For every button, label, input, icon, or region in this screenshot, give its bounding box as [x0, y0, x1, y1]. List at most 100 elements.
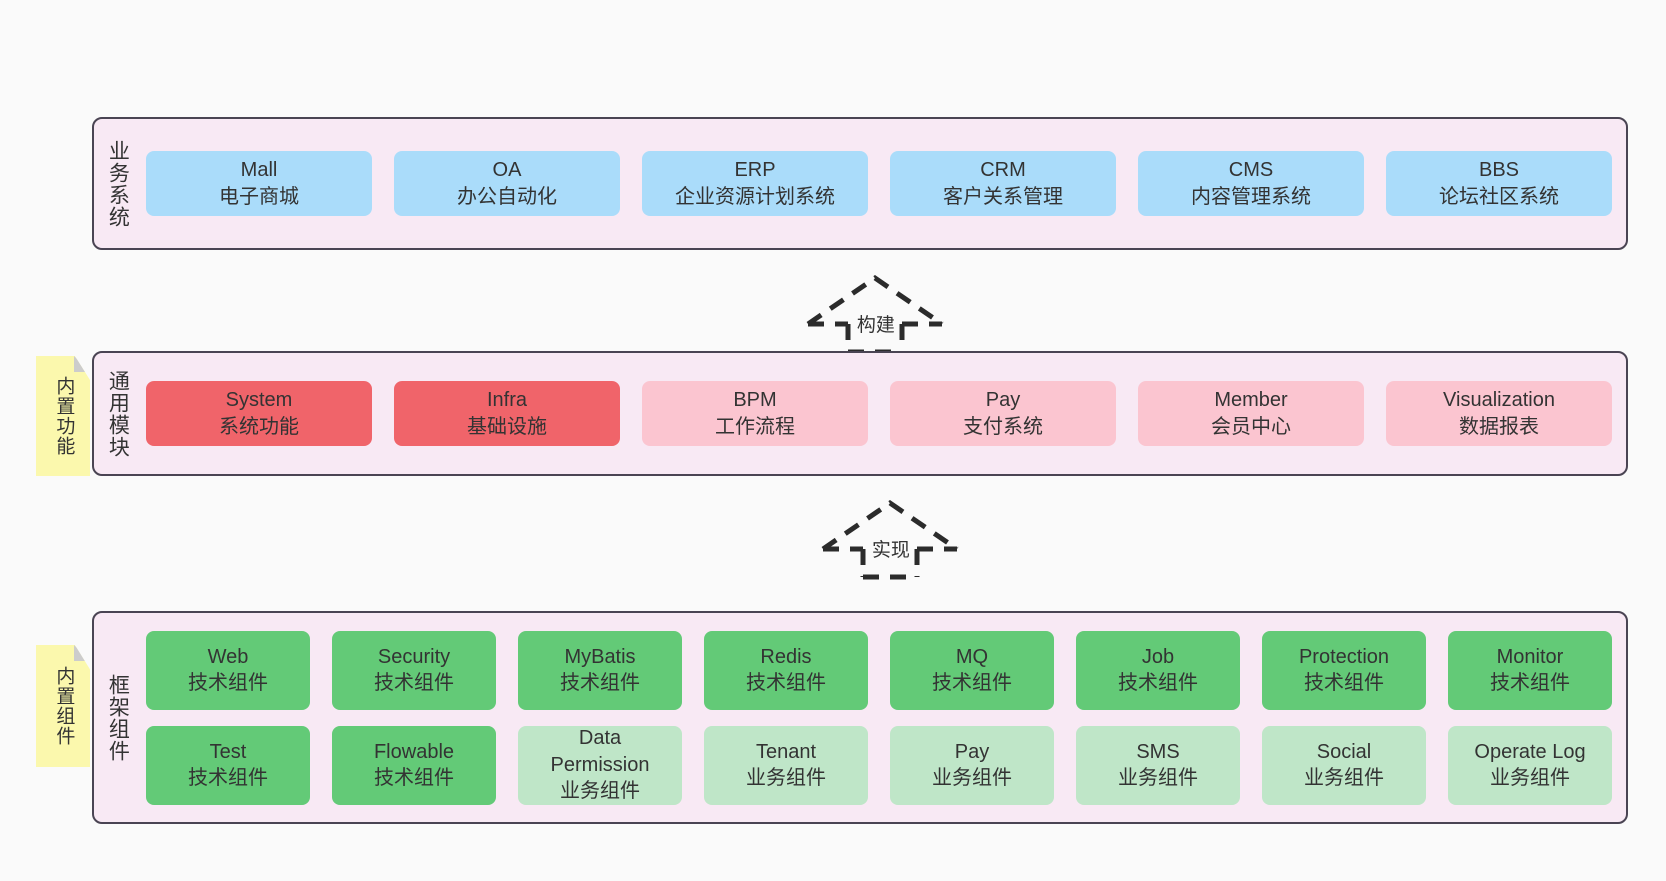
component-name-cn: 技术组件: [188, 767, 268, 789]
note-label: 内置功能: [53, 376, 75, 456]
component-card-redis[interactable]: Redis 技术组件: [704, 630, 868, 710]
module-name-en: BBS: [1478, 159, 1520, 182]
module-name-cn: 数据报表: [1459, 415, 1539, 438]
module-card-bpm[interactable]: BPM 工作流程: [642, 381, 868, 446]
component-card-sms[interactable]: SMS 业务组件: [1076, 725, 1240, 805]
module-name-cn: 支付系统: [963, 415, 1043, 438]
component-card-pay[interactable]: Pay 业务组件: [890, 725, 1054, 805]
component-card-job[interactable]: Job 技术组件: [1076, 630, 1240, 710]
layer-common-modules: 通用模块 System 系统功能 Infra 基础设施 BPM 工作流程 Pay…: [92, 351, 1628, 476]
layer-body-framework: Web 技术组件 Security 技术组件 MyBatis 技术组件 Redi…: [140, 613, 1626, 822]
component-card-operate-log[interactable]: Operate Log 业务组件: [1448, 725, 1612, 805]
module-card-visualization[interactable]: Visualization 数据报表: [1386, 381, 1612, 446]
component-name-en: Flowable: [373, 740, 455, 763]
component-name-en: Test: [209, 740, 247, 763]
component-name-en: Job: [1141, 645, 1175, 668]
module-card-pay[interactable]: Pay 支付系统: [890, 381, 1116, 446]
module-name-cn: 工作流程: [715, 415, 795, 438]
note-builtin-component: 内置组件: [36, 645, 90, 767]
component-card-protection[interactable]: Protection 技术组件: [1262, 630, 1426, 710]
component-card-security[interactable]: Security 技术组件: [332, 630, 496, 710]
module-name-en: Infra: [486, 389, 528, 412]
module-card-infra[interactable]: Infra 基础设施: [394, 381, 620, 446]
component-name-cn: 技术组件: [1304, 672, 1384, 694]
module-card-system[interactable]: System 系统功能: [146, 381, 372, 446]
component-name-cn: 业务组件: [1118, 767, 1198, 789]
module-card-bbs[interactable]: BBS 论坛社区系统: [1386, 151, 1612, 216]
note-fold-corner-icon: [74, 356, 90, 372]
layer-title-framework: 框架组件: [106, 673, 130, 762]
component-name-cn: 技术组件: [1490, 672, 1570, 694]
module-name-cn: 客户关系管理: [943, 185, 1063, 208]
note-builtin-function: 内置功能: [36, 356, 90, 476]
layer-row: System 系统功能 Infra 基础设施 BPM 工作流程 Pay 支付系统…: [146, 381, 1612, 446]
component-name-cn: 业务组件: [1304, 767, 1384, 789]
layer-framework-components: 框架组件 Web 技术组件 Security 技术组件 MyBatis 技术组件…: [92, 611, 1628, 824]
component-name-en: Web: [207, 645, 249, 668]
component-card-social[interactable]: Social 业务组件: [1262, 725, 1426, 805]
module-name-en: CMS: [1228, 159, 1274, 182]
component-name-en: SMS: [1136, 740, 1180, 763]
module-card-mall[interactable]: Mall 电子商城: [146, 151, 372, 216]
layer-body-common: System 系统功能 Infra 基础设施 BPM 工作流程 Pay 支付系统…: [140, 353, 1626, 474]
component-name-en: Social: [1316, 740, 1372, 763]
component-card-mybatis[interactable]: MyBatis 技术组件: [518, 630, 682, 710]
component-name-en: Pay: [954, 740, 990, 763]
module-name-cn: 企业资源计划系统: [675, 185, 835, 208]
dashed-hollow-arrow-icon: [821, 499, 959, 580]
component-name-en: MQ: [955, 645, 989, 668]
component-name-en: MyBatis: [564, 645, 636, 668]
component-card-tenant[interactable]: Tenant 业务组件: [704, 725, 868, 805]
component-name-cn: 技术组件: [560, 672, 640, 694]
component-card-test[interactable]: Test 技术组件: [146, 725, 310, 805]
component-card-web[interactable]: Web 技术组件: [146, 630, 310, 710]
component-name-cn: 技术组件: [746, 672, 826, 694]
component-card-monitor[interactable]: Monitor 技术组件: [1448, 630, 1612, 710]
component-name-en: Security: [377, 645, 451, 668]
component-name-en: Protection: [1298, 645, 1390, 668]
note-fold-corner-icon: [74, 645, 90, 661]
module-name-cn: 基础设施: [467, 415, 547, 438]
component-card-flowable[interactable]: Flowable 技术组件: [332, 725, 496, 805]
module-name-en: Pay: [985, 389, 1021, 412]
layer-row: Test 技术组件 Flowable 技术组件 Data Permission …: [146, 725, 1612, 805]
component-name-cn: 技术组件: [932, 672, 1012, 694]
module-card-oa[interactable]: OA 办公自动化: [394, 151, 620, 216]
module-name-en: BPM: [733, 389, 777, 412]
component-card-data-permission[interactable]: Data Permission 业务组件: [518, 725, 682, 805]
component-card-mq[interactable]: MQ 技术组件: [890, 630, 1054, 710]
component-name-cn: 业务组件: [746, 767, 826, 789]
module-name-cn: 系统功能: [219, 415, 299, 438]
module-card-member[interactable]: Member 会员中心: [1138, 381, 1364, 446]
component-name-cn: 技术组件: [374, 767, 454, 789]
layer-title-common: 通用模块: [106, 369, 130, 458]
component-name-en: Monitor: [1496, 645, 1564, 668]
module-name-cn: 内容管理系统: [1191, 185, 1311, 208]
module-name-en: OA: [492, 159, 522, 182]
module-card-erp[interactable]: ERP 企业资源计划系统: [642, 151, 868, 216]
module-name-en: Mall: [240, 159, 278, 182]
module-name-cn: 论坛社区系统: [1439, 185, 1559, 208]
note-label: 内置组件: [53, 666, 75, 746]
component-name-cn: 技术组件: [188, 672, 268, 694]
module-name-en: CRM: [980, 159, 1026, 182]
module-name-en: System: [225, 389, 293, 412]
module-name-en: Member: [1214, 389, 1288, 412]
layer-title-business: 业务系统: [106, 139, 130, 228]
module-name-cn: 会员中心: [1211, 415, 1291, 438]
layer-body-business: Mall 电子商城 OA 办公自动化 ERP 企业资源计划系统 CRM 客户关系…: [140, 119, 1626, 248]
layer-row: Mall 电子商城 OA 办公自动化 ERP 企业资源计划系统 CRM 客户关系…: [146, 151, 1612, 216]
component-name-cn: 技术组件: [1118, 672, 1198, 694]
layer-business-system: 业务系统 Mall 电子商城 OA 办公自动化 ERP 企业资源计划系统 CRM…: [92, 117, 1628, 250]
component-name-cn: 业务组件: [1490, 767, 1570, 789]
module-card-cms[interactable]: CMS 内容管理系统: [1138, 151, 1364, 216]
module-name-en: Visualization: [1443, 389, 1555, 412]
module-name-cn: 办公自动化: [457, 185, 557, 208]
connector-label-implement: 实现: [868, 535, 913, 562]
module-card-crm[interactable]: CRM 客户关系管理: [890, 151, 1116, 216]
module-name-cn: 电子商城: [219, 185, 299, 208]
component-name-en: Operate Log: [1474, 740, 1586, 763]
component-name-en: Tenant: [755, 740, 817, 763]
component-name-en: Data Permission: [550, 727, 650, 776]
component-name-cn: 技术组件: [374, 672, 454, 694]
